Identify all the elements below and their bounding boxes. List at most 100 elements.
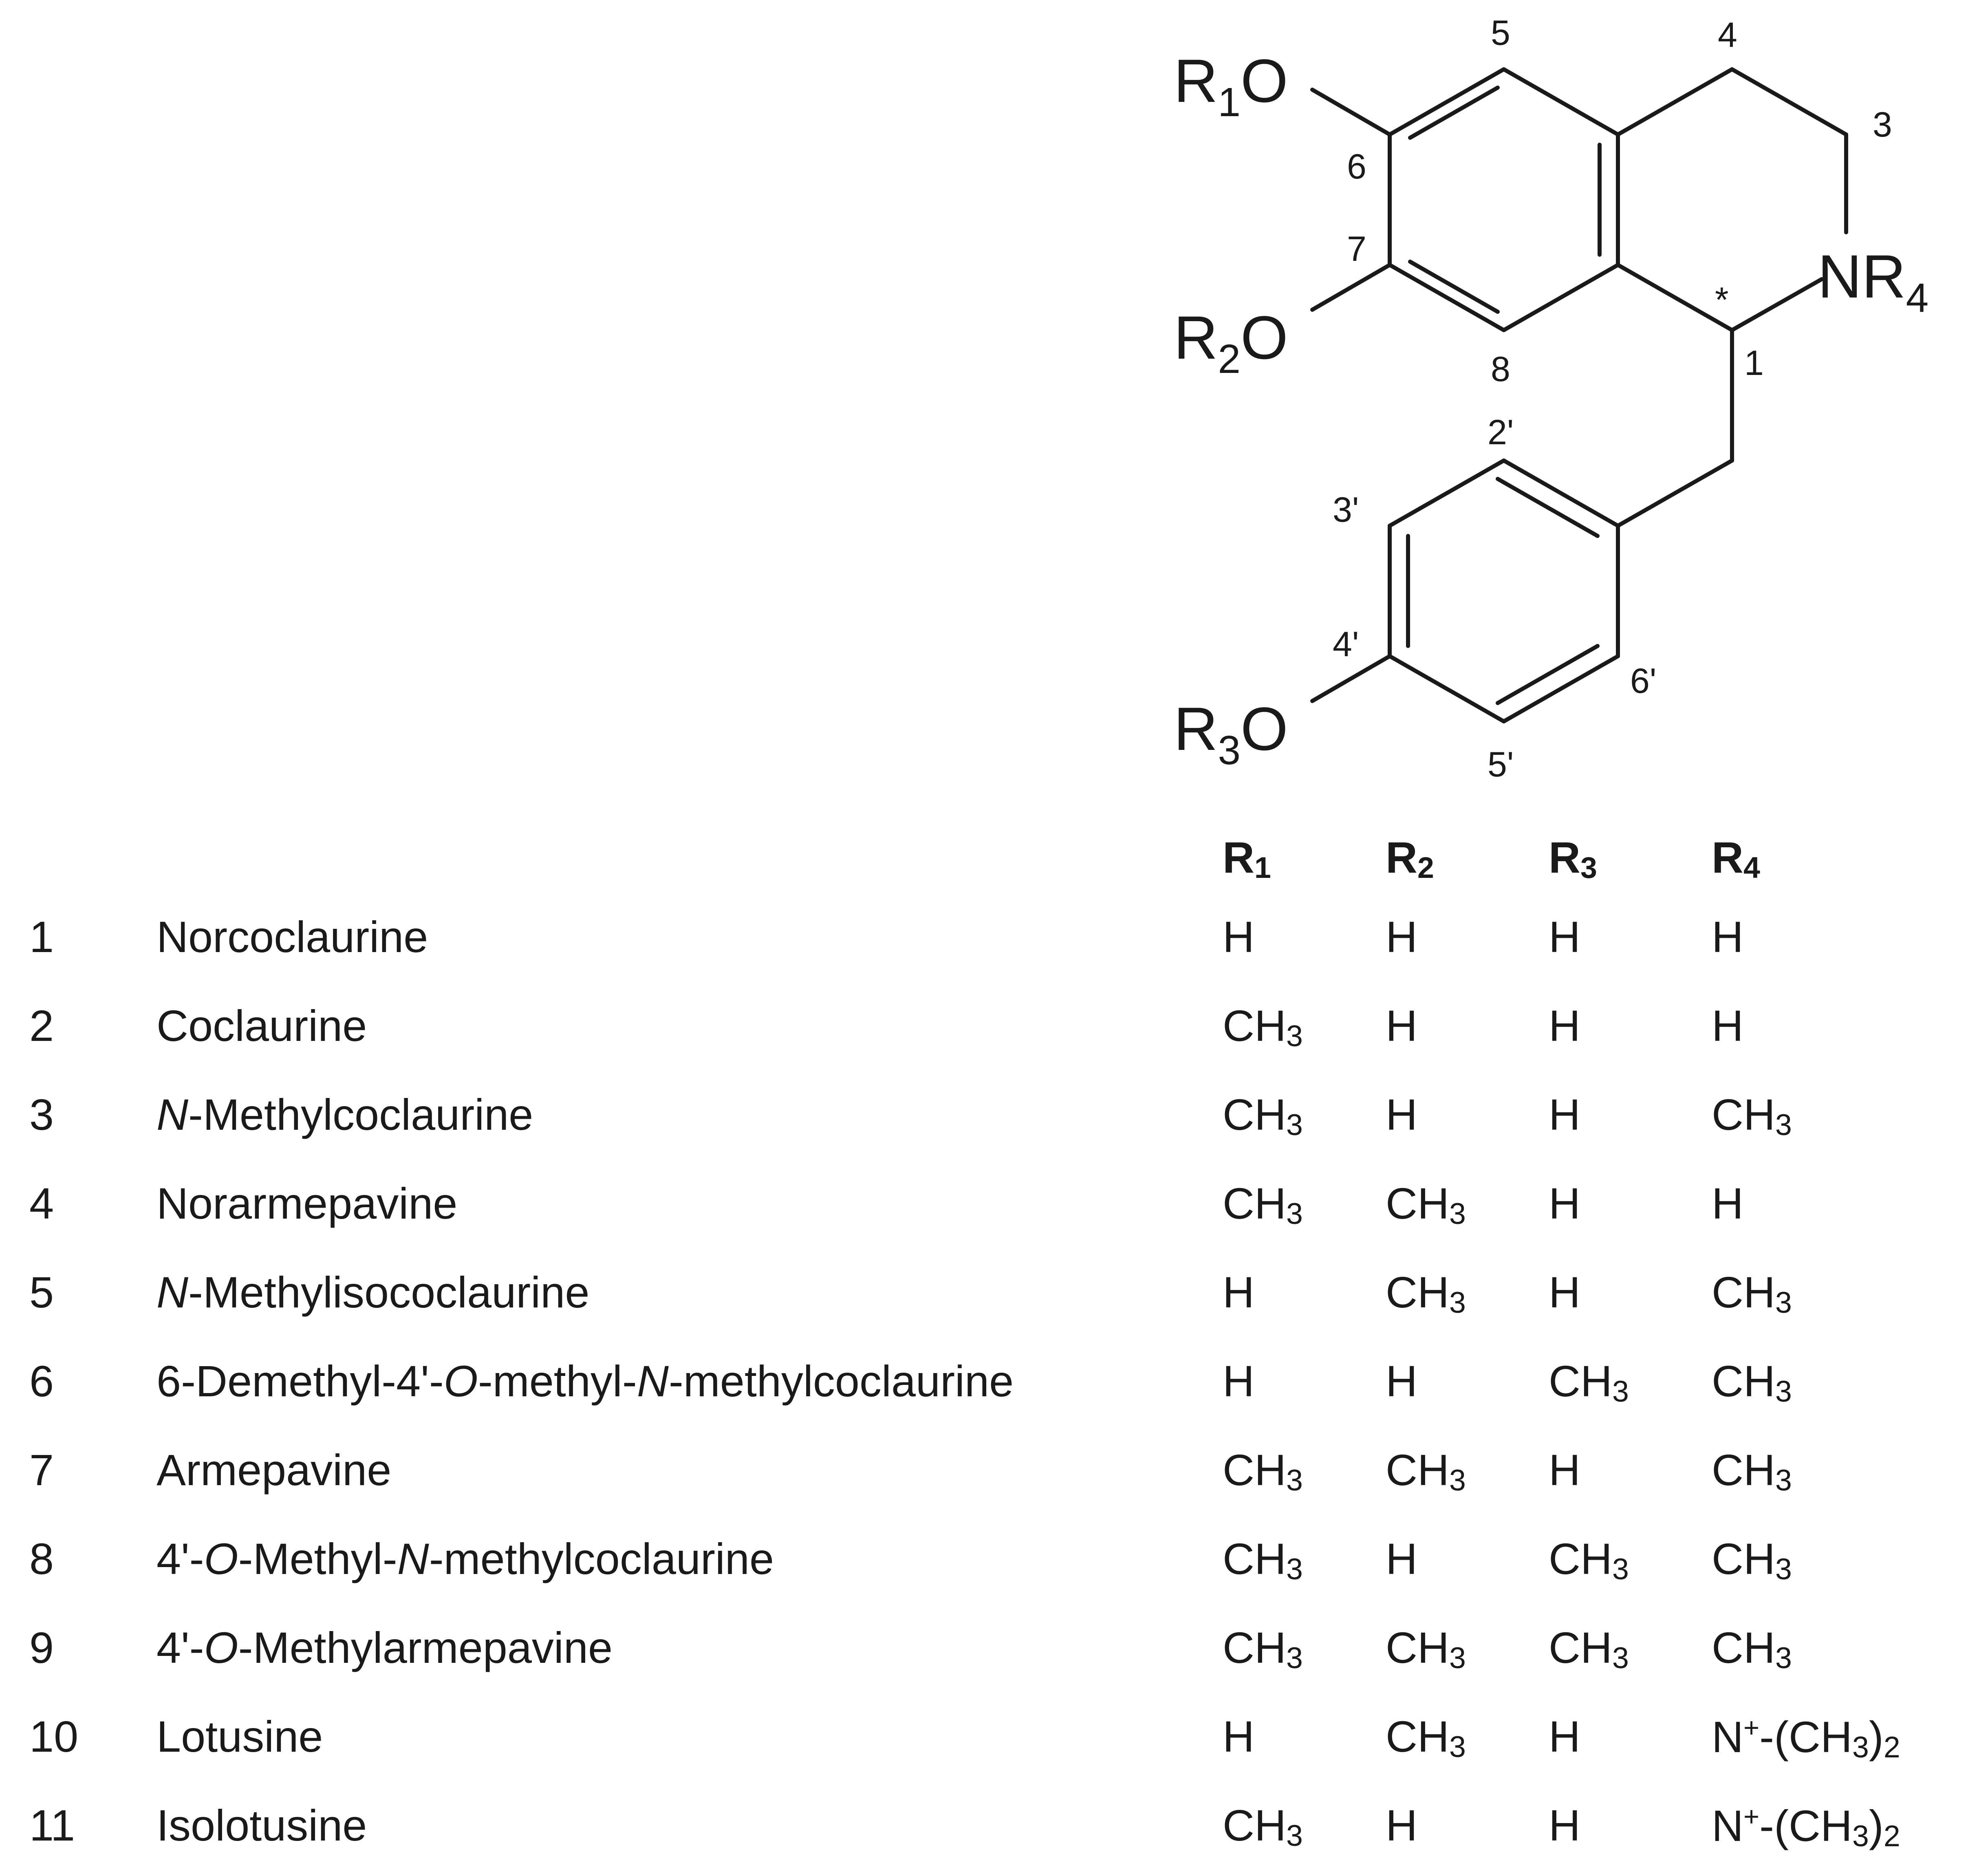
position-5: 5 bbox=[1491, 13, 1510, 53]
r4-value: N+-(CH3)2 bbox=[1712, 1801, 1900, 1853]
r3-value: H bbox=[1549, 1179, 1580, 1228]
bond-c1-c8a bbox=[1616, 263, 1734, 332]
compound-name: N-Methylisococlaurine bbox=[156, 1268, 590, 1317]
r3-value: CH3 bbox=[1549, 1623, 1629, 1675]
compound-number: 3 bbox=[29, 1090, 54, 1139]
position-6prime: 6' bbox=[1630, 661, 1656, 701]
r4-value: H bbox=[1712, 1001, 1743, 1050]
bond-c8-c7 bbox=[1388, 263, 1506, 332]
r3-value: H bbox=[1549, 1801, 1580, 1850]
bond-double-c7-c8 bbox=[1408, 260, 1500, 314]
r1-value: CH3 bbox=[1223, 1001, 1303, 1053]
r3-value: H bbox=[1549, 1268, 1580, 1317]
r4-value: CH3 bbox=[1712, 1268, 1792, 1320]
compound-number: 1 bbox=[29, 912, 54, 961]
r4-value: CH3 bbox=[1712, 1623, 1792, 1675]
r2-value: CH3 bbox=[1386, 1445, 1466, 1497]
r3-value: H bbox=[1549, 1445, 1580, 1495]
r1-value: CH3 bbox=[1223, 1445, 1303, 1497]
bond-c4p-o bbox=[1310, 654, 1392, 703]
position-1: 1 bbox=[1744, 344, 1764, 383]
r3-value: CH3 bbox=[1549, 1534, 1629, 1586]
compound-name: Armepavine bbox=[156, 1445, 392, 1495]
r1-value: H bbox=[1223, 1356, 1254, 1406]
r4-value: CH3 bbox=[1712, 1445, 1792, 1497]
r3-value: H bbox=[1549, 1001, 1580, 1050]
header-r4: R4 bbox=[1712, 833, 1760, 885]
benzylisoquinoline-structure: R1O R2O R3O NR4 * 1 3 4 5 6 7 8 2' 3' 4'… bbox=[1174, 13, 1928, 784]
r4-value: H bbox=[1712, 912, 1743, 961]
compound-number: 5 bbox=[29, 1268, 54, 1317]
compound-name: Isolotusine bbox=[156, 1801, 367, 1850]
r4-value: CH3 bbox=[1712, 1356, 1792, 1409]
compound-name: Norcoclaurine bbox=[156, 912, 428, 961]
compound-number: 7 bbox=[29, 1445, 54, 1495]
r2o-label: R2O bbox=[1174, 303, 1288, 382]
r2-value: CH3 bbox=[1386, 1623, 1466, 1675]
bond-c5-c4a bbox=[1502, 67, 1620, 137]
header-r3: R3 bbox=[1549, 833, 1597, 885]
bond-c4a-c4 bbox=[1616, 67, 1734, 137]
header-r1: R1 bbox=[1223, 833, 1271, 885]
compound-number: 6 bbox=[29, 1356, 54, 1406]
position-2prime: 2' bbox=[1488, 413, 1514, 452]
r2-value: H bbox=[1386, 1090, 1417, 1139]
r4-value: H bbox=[1712, 1179, 1743, 1228]
bond-double-c5-c6 bbox=[1408, 86, 1500, 140]
substituent-labels: R1O R2O R3O NR4 bbox=[1174, 46, 1928, 773]
position-3prime: 3' bbox=[1333, 490, 1359, 529]
bond-c4p-c5p bbox=[1388, 654, 1506, 723]
compound-name: Norarmepavine bbox=[156, 1179, 458, 1228]
r1-value: CH3 bbox=[1223, 1623, 1303, 1675]
r2-value: H bbox=[1386, 1356, 1417, 1406]
bond-c5p-c6p bbox=[1502, 654, 1620, 723]
r1-value: H bbox=[1223, 1712, 1254, 1761]
bond-double-c1p-c2p bbox=[1496, 477, 1600, 538]
bond-c6-c5 bbox=[1388, 67, 1506, 137]
compound-number: 4 bbox=[29, 1179, 54, 1228]
bond-c8a-c8 bbox=[1502, 263, 1620, 332]
r1-value: H bbox=[1223, 1268, 1254, 1317]
position-7: 7 bbox=[1347, 229, 1366, 269]
bond-c6-o bbox=[1310, 88, 1392, 137]
header-r2: R2 bbox=[1386, 833, 1434, 885]
bond-c4-c3 bbox=[1730, 67, 1848, 137]
r3-value: CH3 bbox=[1549, 1356, 1629, 1409]
compound-number: 2 bbox=[29, 1001, 54, 1050]
position-4: 4 bbox=[1718, 15, 1737, 55]
bond-double-c5p-c6p bbox=[1496, 644, 1600, 705]
r1-value: CH3 bbox=[1223, 1534, 1303, 1586]
r4-value: CH3 bbox=[1712, 1090, 1792, 1142]
r1-value: H bbox=[1223, 912, 1254, 961]
compound-number: 8 bbox=[29, 1534, 54, 1583]
r4-value: N+-(CH3)2 bbox=[1712, 1712, 1900, 1764]
compound-name: 6-Demethyl-4'-O-methyl-N-methylcoclaurin… bbox=[156, 1356, 1014, 1406]
bond-n2-c1 bbox=[1730, 277, 1824, 332]
position-numbers: * 1 3 4 5 6 7 8 2' 3' 4' 5' 6' bbox=[1333, 13, 1892, 784]
r3-value: H bbox=[1549, 1712, 1580, 1761]
bond-c1p-c2p bbox=[1502, 459, 1620, 528]
compound-name: Coclaurine bbox=[156, 1001, 367, 1050]
compound-name: N-Methylcoclaurine bbox=[156, 1090, 533, 1139]
compound-name: Lotusine bbox=[156, 1712, 323, 1761]
position-3: 3 bbox=[1873, 105, 1892, 144]
position-5prime: 5' bbox=[1488, 745, 1514, 784]
r3-value: H bbox=[1549, 912, 1580, 961]
r1-value: CH3 bbox=[1223, 1801, 1303, 1853]
position-6: 6 bbox=[1347, 147, 1366, 186]
r2-value: CH3 bbox=[1386, 1179, 1466, 1231]
bond-c2p-c3p bbox=[1388, 459, 1506, 528]
position-8: 8 bbox=[1491, 350, 1510, 389]
r2-value: CH3 bbox=[1386, 1712, 1466, 1764]
bond-c7-o bbox=[1310, 263, 1392, 312]
stereo-marker: * bbox=[1715, 280, 1728, 320]
r1-value: CH3 bbox=[1223, 1090, 1303, 1142]
r2-value: H bbox=[1386, 912, 1417, 961]
compound-number: 10 bbox=[29, 1712, 79, 1761]
r2-value: H bbox=[1386, 1801, 1417, 1850]
r2-value: CH3 bbox=[1386, 1268, 1466, 1320]
compound-number: 9 bbox=[29, 1623, 54, 1672]
compound-name: 4'-O-Methyl-N-methylcoclaurine bbox=[156, 1534, 774, 1583]
